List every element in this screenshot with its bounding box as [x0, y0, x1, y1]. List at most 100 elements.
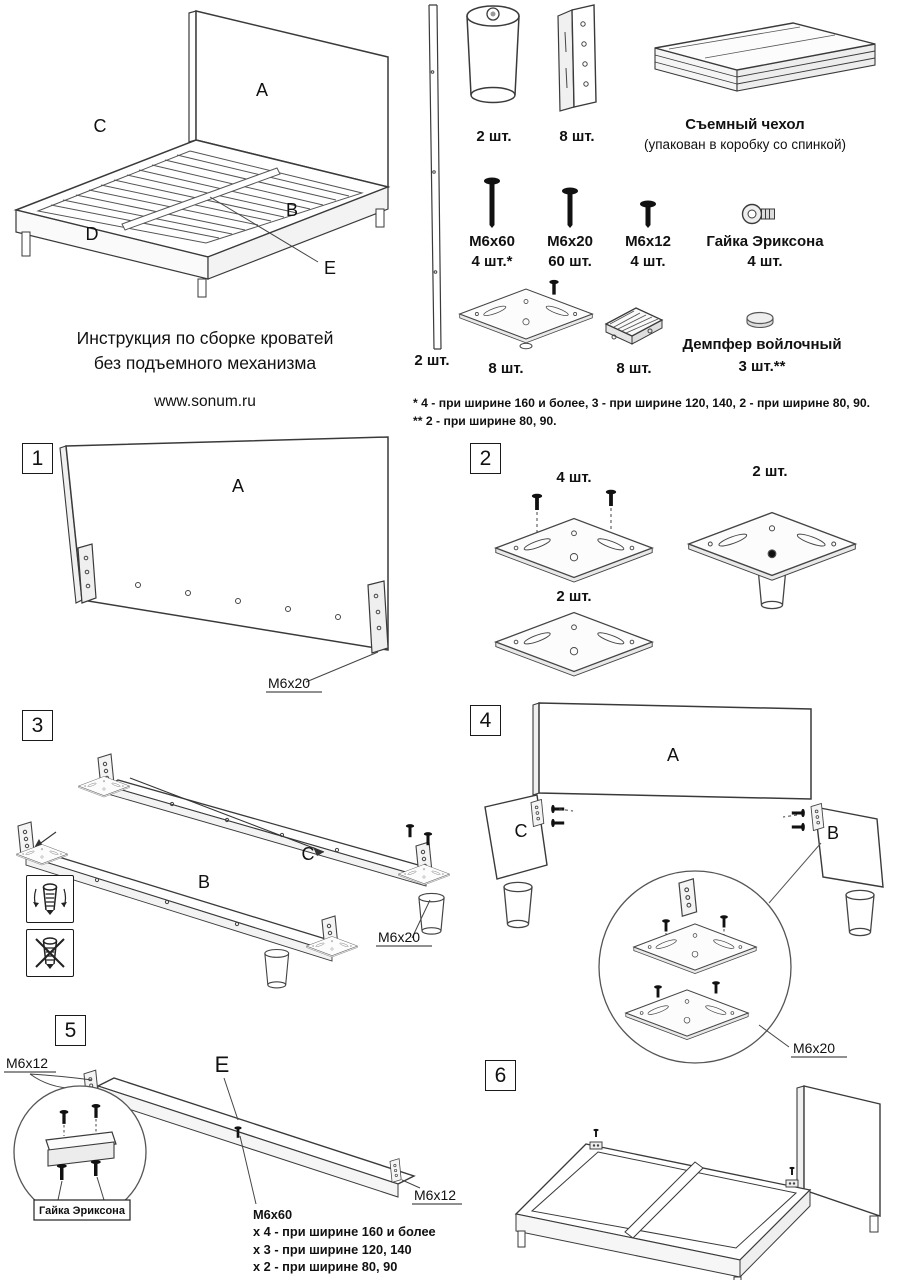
bolt-m6x12-drawing	[640, 200, 656, 228]
erikson-nut-drawing	[741, 203, 775, 225]
bracket-part-drawing	[557, 4, 597, 112]
bracket-mark-right	[785, 1179, 799, 1188]
note-title: М6х60	[253, 1207, 293, 1222]
website-url: www.sonum.ru	[154, 393, 256, 410]
bracket-qty: 8 шт.	[559, 128, 595, 145]
pad-qty: 8 шт.	[616, 360, 652, 377]
bolt-m6x60-qty: 4 шт.*	[471, 253, 513, 270]
center-bolt-head	[768, 550, 776, 558]
ribbed-pad-part-drawing	[604, 307, 664, 345]
side-rail-b	[814, 806, 884, 888]
nut-label-box	[33, 1199, 131, 1221]
bolt-m6x20-name: М6х20	[547, 233, 593, 250]
leg-front-right	[733, 1276, 742, 1280]
step4-callout-m6x20: М6х20	[793, 1040, 835, 1056]
stiffener-rail-drawing	[428, 4, 442, 350]
bed-label-d: D	[86, 224, 99, 244]
bolt-m6x12-name: М6х12	[625, 233, 671, 250]
crossed-screw-icon	[35, 937, 65, 970]
label-e-leader	[209, 196, 319, 263]
step2-bolts-qty: 4 шт.	[556, 469, 591, 486]
step-4-drawing: М6х20 A C B	[484, 702, 884, 1064]
step5-bolt-note: М6х60 х 4 - при ширине 160 и более х 3 -…	[253, 1206, 463, 1275]
step4-label-a: A	[667, 745, 679, 765]
bed-label-e: E	[324, 258, 336, 278]
step3-callout-m6x20: М6х20	[378, 929, 420, 945]
leg-back-right	[869, 1215, 879, 1233]
rail-c	[106, 779, 438, 879]
headboard-edge	[188, 10, 197, 143]
bolt-m6x20-qty: 60 шт.	[548, 253, 592, 270]
right-bracket	[367, 580, 389, 654]
damper-name: Демпфер войлочный	[682, 336, 842, 353]
step-1-drawing: М6х20 A	[59, 436, 389, 693]
footnotes: * 4 - при ширине 160 и более, 3 - при ши…	[413, 394, 899, 431]
footnote-1: * 4 - при ширине 160 и более, 3 - при ши…	[413, 396, 871, 410]
power-screw-prohibited-icon	[26, 929, 74, 977]
step3-label-b: B	[198, 872, 210, 892]
cover-note: (упакован в коробку со спинкой)	[644, 137, 846, 152]
step-6-drawing	[514, 1085, 881, 1280]
leg-front-left	[517, 1230, 526, 1248]
note-line-2: х 3 - при ширине 120, 140	[253, 1241, 412, 1257]
bracket-foot	[519, 342, 533, 350]
step-3-drawing: C B М6х20	[16, 753, 450, 989]
step-6-number: 6	[485, 1060, 516, 1091]
erikson-nut-qty: 4 шт.	[747, 253, 783, 270]
bed-label-a: A	[256, 80, 268, 100]
cover-name: Съемный чехол	[685, 116, 805, 133]
step2-plate-qty: 2 шт.	[556, 588, 591, 605]
assembly-arrow	[129, 777, 325, 853]
center-rail	[121, 167, 281, 231]
slat-area	[36, 150, 364, 244]
step4-label-c: C	[515, 821, 528, 841]
rail-qty: 2 шт.	[414, 352, 450, 369]
headboard-panel	[538, 702, 812, 800]
bed-leg-back-right	[375, 208, 385, 228]
step-2-number: 2	[470, 443, 501, 474]
cover-part-drawing	[654, 22, 876, 92]
step-2-drawing: 4 шт. 2 шт. 2 шт.	[495, 463, 856, 677]
step-1-number: 1	[22, 443, 53, 474]
bolt-m6x60-name: М6х60	[469, 233, 515, 250]
step4-label-b: B	[827, 823, 839, 843]
side-rail-c	[484, 794, 548, 880]
step-5-drawing: М6х12 Гайка Эриксона М6х12 E	[4, 1052, 462, 1221]
bracket-mark-left	[589, 1141, 603, 1150]
corner-bracket-part-drawing	[459, 279, 593, 350]
title-line-2: без подъемного механизма	[93, 352, 317, 373]
bolt-m6x60-drawing	[484, 177, 500, 228]
bolt-m6x20-drawing	[562, 187, 578, 228]
step1-label-a: A	[232, 476, 244, 496]
step2-leg-plate-qty: 2 шт.	[752, 463, 787, 480]
title-line-1: Инструкция по сборке кроватей	[76, 328, 334, 348]
damper-qty: 3 шт.**	[738, 358, 786, 375]
step5-callout-m6x12-left: М6х12	[6, 1055, 48, 1071]
step5-nut-label: Гайка Эриксона	[39, 1205, 126, 1217]
bed-label-b: B	[286, 200, 298, 220]
step1-callout-m6x20: М6х20	[268, 675, 310, 691]
step-3-number: 3	[22, 710, 53, 741]
leg-part-drawing	[466, 5, 520, 104]
center-rail-e	[96, 1077, 416, 1185]
felt-damper-drawing	[746, 311, 774, 329]
headboard	[803, 1085, 881, 1217]
step5-label-e: E	[215, 1052, 230, 1077]
bed-leg-front-left	[21, 231, 31, 257]
step-4-number: 4	[470, 705, 501, 736]
step3-label-c: C	[302, 844, 315, 864]
note-line-3: х 2 - при ширине 80, 90	[253, 1258, 398, 1274]
erikson-nut-name: Гайка Эриксона	[706, 233, 824, 250]
headboard-panel	[65, 436, 389, 651]
bed-leg-front-right	[197, 278, 207, 298]
step-5-number: 5	[55, 1015, 86, 1046]
center-rail	[624, 1161, 704, 1239]
frame-right-face	[207, 186, 389, 280]
leg-qty: 2 шт.	[476, 128, 512, 145]
screw-icon	[33, 883, 67, 916]
hand-screw-allowed-icon	[26, 875, 74, 923]
bolt-m6x12-qty: 4 шт.	[630, 253, 666, 270]
step5-callout-m6x12-right: М6х12	[414, 1187, 456, 1203]
title-block: Инструкция по сборке кроватей без подъем…	[40, 326, 370, 413]
